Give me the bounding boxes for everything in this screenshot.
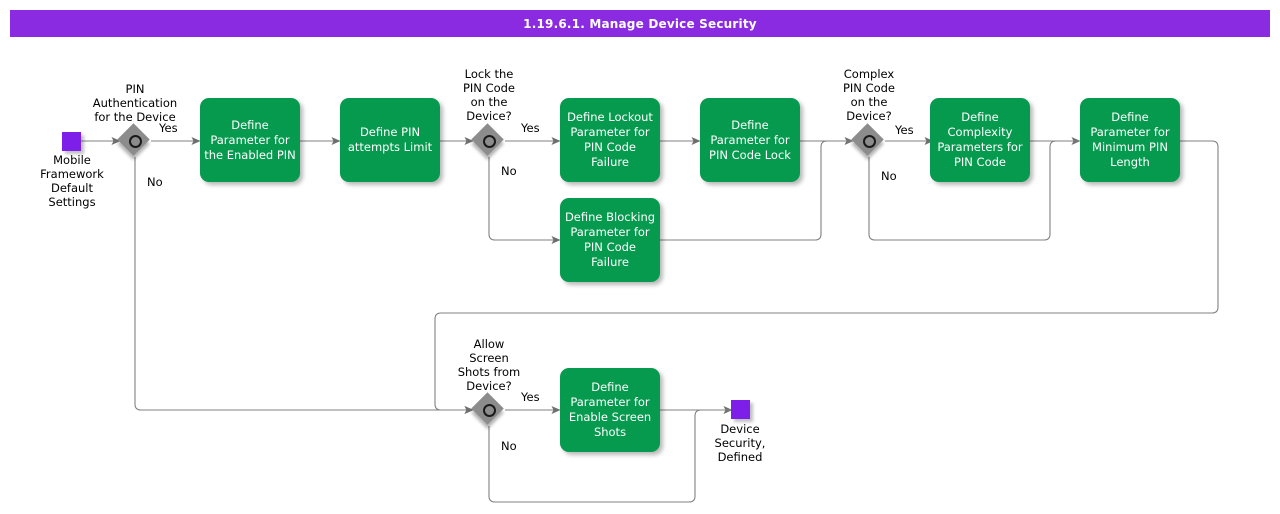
edge-label-complex-pin-yes: Yes <box>895 123 914 137</box>
page-title: 1.19.6.1. Manage Device Security <box>10 10 1270 37</box>
edge-label-screenshots-yes: Yes <box>521 390 540 404</box>
end-event-device-security-defined[interactable] <box>731 400 750 419</box>
edge-label-screenshots-no: No <box>501 439 517 453</box>
gateway-label-pin-auth: PIN Authentication for the Device <box>92 82 178 124</box>
gateway-circle-icon <box>128 134 142 148</box>
edge-label-complex-pin-no: No <box>881 169 897 183</box>
edge-minlength-loop-to-screenshotsgw <box>434 140 1219 414</box>
task-define-lockout-parameter[interactable]: Define Lockout Parameter for PIN Code Fa… <box>560 98 660 182</box>
gateway-pin-authentication[interactable] <box>117 123 151 157</box>
gateway-circle-icon <box>862 134 876 148</box>
gateway-allow-screen-shots[interactable] <box>471 392 505 426</box>
gateway-circle-icon <box>482 134 496 148</box>
task-define-minimum-pin-length[interactable]: Define Parameter for Minimum PIN Length <box>1080 98 1180 182</box>
task-define-blocking-parameter[interactable]: Define Blocking Parameter for PIN Code F… <box>560 198 660 282</box>
edge-blocking-merge <box>660 140 853 241</box>
gateway-label-lock-pin-code: Lock the PIN Code on the Device? <box>462 67 516 123</box>
task-define-parameter-enabled-pin[interactable]: Define Parameter for the Enabled PIN <box>200 98 300 182</box>
edge-screenshotsgw-no <box>488 409 732 503</box>
edge-lockgw-no <box>488 157 561 244</box>
edge-pinauth-no <box>134 157 474 414</box>
task-define-complexity-parameters[interactable]: Define Complexity Parameters for PIN Cod… <box>930 98 1030 182</box>
edge-label-pin-auth-no: No <box>147 175 163 189</box>
edge-label-lock-pin-yes: Yes <box>521 121 540 135</box>
edge-complexgw-no <box>868 140 1080 241</box>
end-event-label: Device Security, Defined <box>714 422 766 464</box>
task-define-parameter-pin-code-lock[interactable]: Define Parameter for PIN Code Lock <box>700 98 800 182</box>
start-event-mobile-framework-default-settings[interactable] <box>62 132 81 151</box>
gateway-lock-pin-code[interactable] <box>471 123 505 157</box>
gateway-complex-pin-code[interactable] <box>851 123 885 157</box>
edge-label-pin-auth-yes: Yes <box>159 121 178 135</box>
gateway-circle-icon <box>482 403 496 417</box>
gateway-label-allow-screen-shots: Allow Screen Shots from Device? <box>457 337 521 393</box>
start-event-label: Mobile Framework Default Settings <box>40 153 104 209</box>
task-define-pin-attempts-limit[interactable]: Define PIN attempts Limit <box>340 98 440 182</box>
edge-label-lock-pin-no: No <box>501 164 517 178</box>
gateway-label-complex-pin-code: Complex PIN Code on the Device? <box>842 67 896 123</box>
task-define-parameter-enable-screen-shots[interactable]: Define Parameter for Enable Screen Shots <box>560 368 660 452</box>
